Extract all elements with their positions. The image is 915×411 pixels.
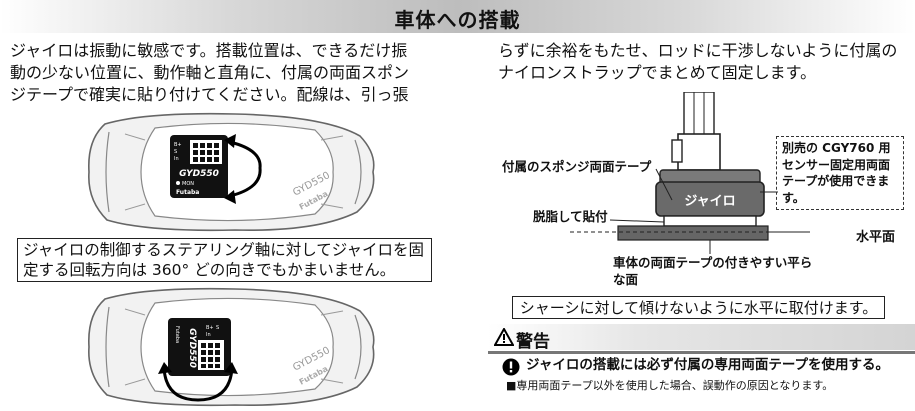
- warning-text: ジャイロの搭載には必ず付属の専用両面テープを使用する。: [526, 357, 890, 373]
- gyro-mode-label: MON: [182, 181, 194, 187]
- gyro-unit-top: B+ S In GYD550 MON Futaba: [170, 135, 228, 198]
- exclamation-icon: [502, 358, 520, 376]
- mounting-instructions-right: らずに余裕をもたせ、ロッドに干渉しないように付属のナイロンストラップでまとめて固…: [498, 41, 898, 82]
- gyro-port-label: In: [174, 156, 179, 162]
- warning-divider: [488, 351, 915, 354]
- warning-title: 警告: [516, 332, 550, 352]
- gyro-port-label: B+: [206, 325, 214, 331]
- surface-label: 車体の両面テープの付きやすい平らな面: [613, 255, 813, 287]
- section-header: 車体への搭載: [0, 0, 915, 33]
- gyro-body-label: ジャイロ: [684, 194, 735, 209]
- gyro-model-label: GYD550: [187, 328, 197, 368]
- mounting-instructions-left: ジャイロは振動に敏感です。搭載位置は、できるだけ振動の少ない位置に、動作軸と直角…: [10, 41, 410, 104]
- rotation-arrow-icon: [158, 362, 238, 402]
- tape-label: 付属のスポンジ両面テープ: [502, 159, 652, 174]
- warning-triangle-icon: [494, 328, 514, 346]
- sensor-tape-note: 別売の CGY760 用センサー固定用両面テープが使用できます。: [776, 136, 904, 210]
- mounting-diagram: ジャイロ: [570, 92, 810, 254]
- gyro-port-label: In: [206, 332, 211, 338]
- degrease-label: 脱脂して貼付: [533, 209, 608, 224]
- gyro-brand-label: Futaba: [174, 326, 180, 343]
- gyro-unit-bottom: GYD550 Futaba B+ S In: [168, 318, 231, 376]
- gyro-brand-label: Futaba: [176, 189, 199, 196]
- gyro-port-label: S: [216, 325, 219, 331]
- gyro-port-label: S: [174, 149, 177, 155]
- warning-header: 警告: [488, 324, 915, 352]
- horizontal-label: 水平面: [856, 230, 896, 245]
- warning-block: 警告 ジャイロの搭載には必ず付属の専用両面テープを使用する。 ■専用両面テープ以…: [488, 322, 915, 411]
- page-title: 車体への搭載: [394, 8, 521, 32]
- gyro-port-label: B+: [174, 142, 182, 148]
- gyro-model-label: GYD550: [179, 169, 219, 179]
- rotation-direction-note: ジャイロの制御するステアリング軸に対してジャイロを固定する回転方向は 360° …: [17, 238, 432, 282]
- warning-subtext: ■専用両面テープ以外を使用した場合、誤動作の原因となります。: [506, 379, 834, 392]
- level-mounting-note: シャーシに対して傾けないように水平に取付けます。: [512, 296, 885, 319]
- rotation-arrow-icon: [224, 134, 262, 204]
